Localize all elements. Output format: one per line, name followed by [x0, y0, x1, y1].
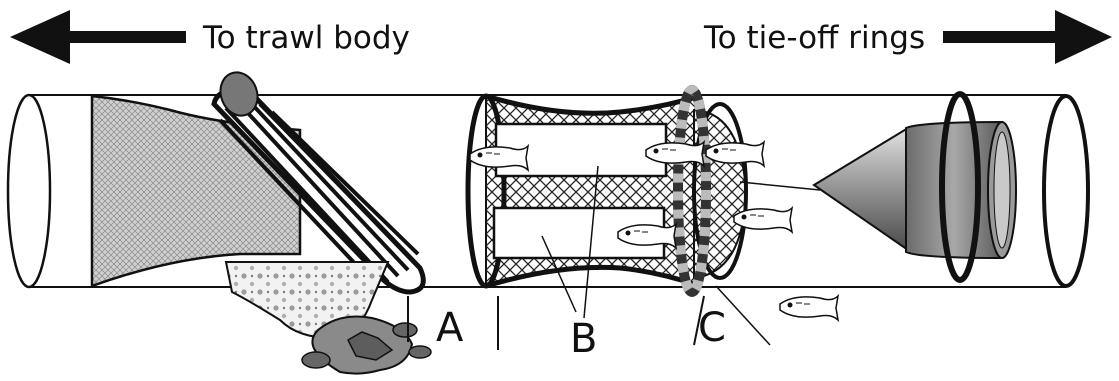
label-a: A [436, 305, 464, 351]
left-arrow: To trawl body [10, 10, 410, 64]
fish-icon [780, 296, 838, 320]
label-c: C [698, 305, 726, 351]
drum-face [994, 132, 1010, 248]
tube-right-opening [1044, 96, 1088, 286]
label-b: B [570, 316, 597, 362]
left-arrow-label: To trawl body [202, 20, 410, 56]
right-arrow-head [1055, 10, 1112, 64]
label-a-group: A [408, 296, 498, 351]
tube-left-opening [8, 95, 50, 287]
right-arrow-label: To tie-off rings [703, 20, 925, 56]
left-arrow-shaft [66, 31, 186, 43]
left-arrow-head [10, 10, 70, 64]
label-c-group: C [694, 286, 770, 351]
right-arrow-shaft [943, 31, 1063, 43]
right-arrow: To tie-off rings [703, 10, 1112, 64]
cone [814, 128, 908, 250]
fish-icon [470, 146, 528, 170]
cone-line [740, 182, 820, 190]
